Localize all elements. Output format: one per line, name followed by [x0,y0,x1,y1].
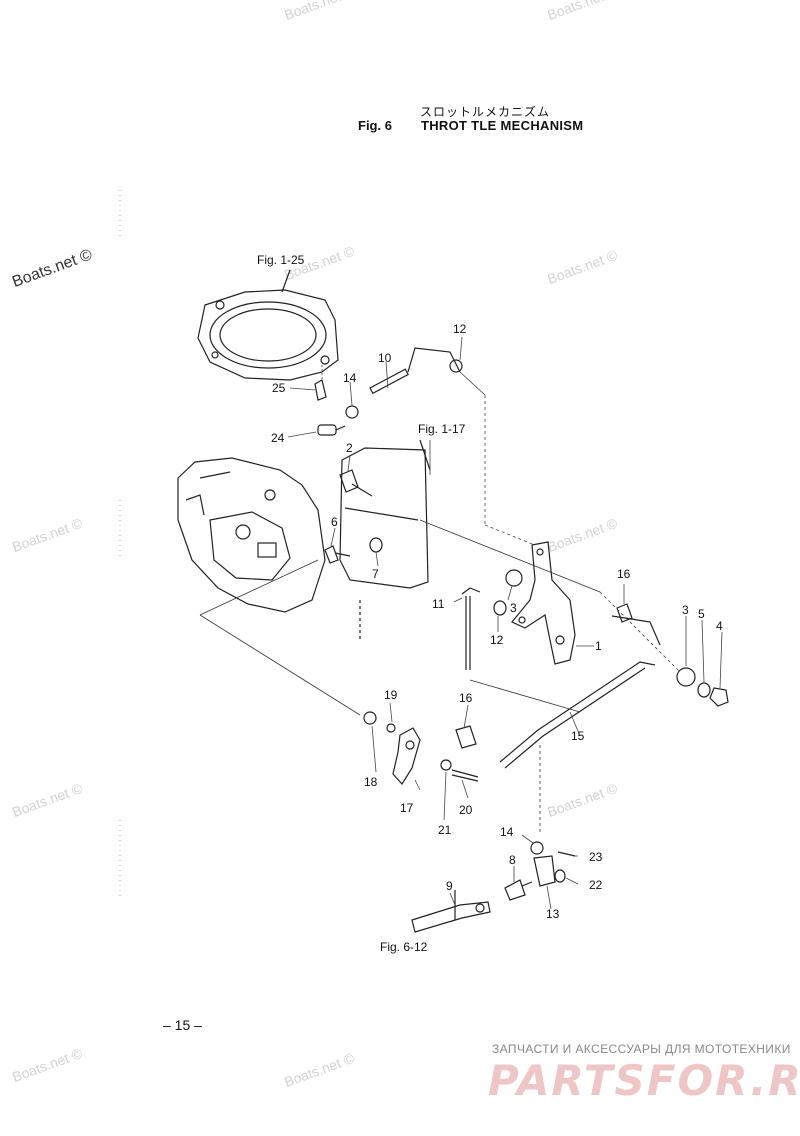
washer-3-upper [505,569,523,587]
callout-15: 15 [571,729,585,743]
bolt-6 [324,545,351,564]
callout-18: 18 [364,775,378,789]
callout-3-upper: 3 [510,601,517,615]
callout-labels: 1 2 3 3 4 5 6 7 8 9 10 11 12 12 13 14 14… [257,253,723,954]
joint-24 [317,424,346,436]
ref-fig-1-25: Fig. 1-25 [257,253,305,267]
callout-9: 9 [446,879,453,893]
ref-fig-6-12: Fig. 6-12 [380,940,428,954]
callout-19: 19 [384,688,398,702]
clip-16-upper [616,603,633,623]
callout-14-upper: 14 [343,371,357,385]
ring-14-lower [530,841,544,855]
callout-14-lower: 14 [500,825,514,839]
callout-11: 11 [432,597,445,611]
joint-13 [533,855,556,887]
page-number: – 15 – [163,1017,202,1033]
bracket-plate-part [339,439,431,640]
clip-23 [557,851,576,857]
title-japanese: スロットルメカニズム [420,105,551,119]
callout-23: 23 [589,850,603,864]
shaft-15 [499,615,661,769]
engine-block-part [177,457,326,613]
joint-12-upper [449,359,463,373]
callout-8: 8 [509,853,516,867]
nut-4 [709,687,729,707]
gasket-part [197,269,339,381]
clip-25 [314,379,327,401]
washer-22 [554,869,566,883]
washer-19 [386,723,396,733]
callout-21: 21 [438,823,452,837]
nut-18 [363,711,377,725]
clip-16-lower [455,725,477,749]
rod-11 [461,587,481,670]
washer-3-lower [676,667,696,687]
callout-20: 20 [459,803,473,817]
callout-12-lower: 12 [490,633,504,647]
washer-21 [440,759,452,771]
lever-1 [511,541,576,665]
callout-5: 5 [698,607,705,621]
callout-22: 22 [589,878,603,892]
callout-3-lower: 3 [682,603,689,617]
figure-label: Fig. 6 [358,118,392,133]
ring-14-upper [345,405,359,419]
callout-10: 10 [378,351,392,365]
callout-1: 1 [595,639,602,653]
callout-6: 6 [331,515,338,529]
bolt-8 [504,879,533,901]
callout-16-lower: 16 [459,691,473,705]
callout-24: 24 [271,431,285,445]
callout-7: 7 [372,567,379,581]
bolt-2 [339,469,373,497]
link-17 [392,727,421,785]
bolt-20 [451,769,479,782]
page-title: THROT TLE MECHANISM [421,118,584,133]
nut-7 [369,537,383,553]
ref-fig-1-17: Fig. 1-17 [418,422,466,436]
shop-tagline: ЗАПЧАСТИ И АКСЕССУАРЫ ДЛЯ МОТОТЕХНИКИ [492,1042,791,1056]
washer-5 [697,682,711,698]
callout-16-upper: 16 [617,567,631,581]
callout-2: 2 [346,441,353,455]
callout-4: 4 [716,619,723,633]
callout-12-upper: 12 [453,322,467,336]
callout-17: 17 [400,801,414,815]
callout-13: 13 [546,907,560,921]
shop-logo: PARTSFOR.RU [488,1056,800,1105]
bolt-12-lower [493,600,507,616]
callout-25: 25 [272,381,286,395]
